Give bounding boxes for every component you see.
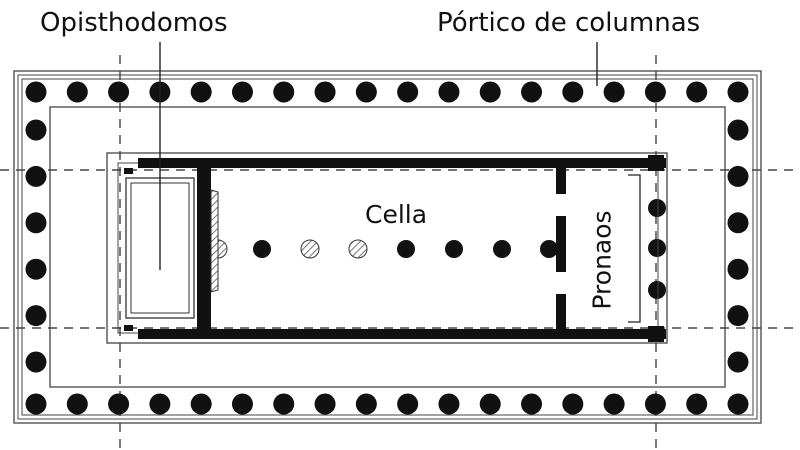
cella-column	[300, 239, 320, 259]
peristyle-column	[397, 393, 419, 415]
peristyle-column	[190, 81, 212, 103]
peristyle-column	[25, 305, 47, 327]
peristyle-column	[603, 393, 625, 415]
peristyle-column	[562, 81, 584, 103]
cella-column	[397, 240, 415, 258]
cella-back-wall-hatch	[210, 189, 219, 293]
stylobate-outer	[13, 70, 762, 424]
peristyle-column	[314, 393, 336, 415]
cella-wall-north	[138, 158, 666, 168]
peristyle-column	[355, 81, 377, 103]
peristyle-column	[438, 393, 460, 415]
peristyle-column	[108, 81, 130, 103]
peristyle-column	[644, 393, 666, 415]
pronaos-label: Pronaos	[587, 210, 617, 310]
peristyle-column	[25, 351, 47, 373]
peristyle-column	[66, 393, 88, 415]
cella-column	[493, 240, 511, 258]
peristyle-column	[727, 305, 749, 327]
peristyle-column	[149, 393, 171, 415]
pronaos-bracket	[628, 174, 641, 323]
peristyle-column	[479, 393, 501, 415]
cella-back-wall	[197, 168, 211, 339]
peristyle-column	[438, 81, 460, 103]
naos	[106, 152, 668, 344]
peristyle-column	[727, 81, 749, 103]
peristyle-column	[355, 393, 377, 415]
opisthodomos-wall-bottom	[124, 325, 133, 331]
peristyle-column	[397, 81, 419, 103]
cella-column	[445, 240, 463, 258]
peristyle-column	[273, 81, 295, 103]
peristyle-column	[686, 393, 708, 415]
peristyle-column	[562, 393, 584, 415]
peristyle-column	[314, 81, 336, 103]
peristyle-column	[727, 258, 749, 280]
peristyle-column	[190, 393, 212, 415]
peristyle-column	[231, 393, 253, 415]
peristyle-column	[25, 165, 47, 187]
pronaos-anta-bottom	[648, 326, 664, 342]
cella-column	[253, 240, 271, 258]
pronaos-column	[648, 239, 666, 257]
stylobate-middle	[17, 74, 758, 420]
opisthodomos-label: Opisthodomos	[40, 8, 228, 38]
portico-label: Pórtico de columnas	[437, 8, 701, 38]
peristyle-column	[727, 165, 749, 187]
peristyle-column	[521, 81, 543, 103]
stylobate-inner	[21, 78, 754, 416]
pronaos-column	[648, 199, 666, 217]
peristyle-column	[231, 81, 253, 103]
stylobate	[13, 70, 762, 424]
peristyle-column	[273, 393, 295, 415]
peristyle-column	[479, 81, 501, 103]
peristyle-column	[521, 393, 543, 415]
peristyle-column	[727, 351, 749, 373]
peristyle-column	[25, 212, 47, 234]
cella-columns	[217, 239, 558, 259]
pronaos-anta-top	[648, 155, 664, 171]
peristyle-column	[25, 258, 47, 280]
peristyle-column	[686, 81, 708, 103]
peristyle-column	[727, 212, 749, 234]
cella-wall-south	[138, 329, 666, 339]
cella-column	[540, 240, 558, 258]
peristyle-column	[25, 119, 47, 141]
peristyle-column	[603, 81, 625, 103]
peristyle-column	[25, 393, 47, 415]
cella-label: Cella	[365, 200, 428, 229]
peristyle-column	[66, 81, 88, 103]
peristyle-columns	[25, 81, 749, 415]
cella-column	[348, 239, 368, 259]
peristyle-column	[108, 393, 130, 415]
peristyle-column	[644, 81, 666, 103]
pronaos-column	[648, 281, 666, 299]
peristyle-column	[727, 119, 749, 141]
cella-front-wall-middle	[556, 216, 566, 272]
cella-front-wall-top	[556, 168, 566, 194]
peristyle-inner-edge	[49, 106, 726, 388]
cella-half-column	[217, 239, 228, 259]
cella-front-wall-bottom	[556, 294, 566, 339]
peristyle-column	[727, 393, 749, 415]
naos-outline	[106, 152, 668, 344]
opisthodomos-wall-top	[124, 168, 133, 174]
peristyle-column	[25, 81, 47, 103]
